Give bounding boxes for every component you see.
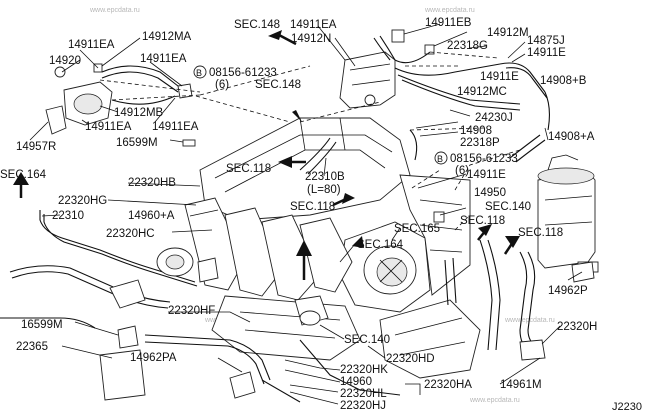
label-14961m[interactable]: 14961M (500, 379, 542, 391)
label-22318g[interactable]: 22318G (447, 40, 488, 52)
watermark-2: www.epcdata.ru (424, 7, 475, 14)
direction-arrows (13, 30, 520, 280)
bolt-symbols: B B (193, 65, 448, 165)
label-bolt-08156-61233-b[interactable]: 08156-61233 (450, 153, 518, 165)
label-sec118-a[interactable]: SEC.118 (226, 163, 271, 175)
label-sec164-mid[interactable]: SEC.164 (357, 239, 404, 251)
intake-manifold-drawing (184, 117, 481, 379)
label-14911ea-l1[interactable]: 14911EA (68, 39, 115, 51)
label-14908-a[interactable]: 14908+A (548, 131, 595, 143)
label-14960[interactable]: 14960 (340, 376, 372, 388)
arrow-sec148-mid (292, 110, 302, 122)
arrow-sec118-a (278, 156, 292, 168)
diagram-code: J2230 (612, 401, 642, 413)
label-sec165[interactable]: SEC.165 (394, 223, 440, 235)
label-sec118-d[interactable]: SEC.118 (518, 227, 563, 239)
label-22320hj[interactable]: 22320HJ (340, 400, 386, 412)
label-14911e-m[interactable]: 14911E (467, 169, 506, 181)
label-sec148-top[interactable]: SEC.148 (234, 19, 280, 31)
label-22320hc[interactable]: 22320HC (106, 228, 155, 240)
label-22320hf[interactable]: 22320HF (168, 305, 215, 317)
label-sec118-c[interactable]: SEC.118 (460, 215, 505, 227)
label-14911ea-l3[interactable]: 14911EA (85, 121, 132, 133)
label-14875j[interactable]: 14875J (527, 35, 565, 47)
lower-left-pipes (0, 210, 401, 403)
label-bolt-qty-b[interactable]: (6) (455, 165, 469, 177)
label-14960-a[interactable]: 14960+A (128, 210, 175, 222)
label-14908-b[interactable]: 14908+B (540, 75, 587, 87)
label-14911ea-l4[interactable]: 14911EA (152, 121, 199, 133)
label-22310[interactable]: 22310 (52, 210, 84, 222)
label-14911e-r[interactable]: 14911E (480, 71, 519, 83)
label-22310b[interactable]: 22310B (305, 171, 345, 183)
label-14912n[interactable]: 14912N (291, 33, 331, 45)
label-sec118-b[interactable]: SEC.118 (290, 201, 335, 213)
arrow-up-center (296, 240, 312, 256)
label-22320ha[interactable]: 22320HA (424, 379, 472, 391)
label-14957r[interactable]: 14957R (16, 141, 56, 153)
arrow-sec164-left (13, 172, 29, 185)
label-16599m-bottom[interactable]: 16599M (21, 319, 63, 331)
label-22320hd[interactable]: 22320HD (386, 353, 435, 365)
label-22320hg[interactable]: 22320HG (58, 195, 107, 207)
label-sec140-bottom[interactable]: SEC.140 (344, 334, 390, 346)
label-22320h[interactable]: 22320H (557, 321, 597, 333)
label-14911ea-top[interactable]: 14911EA (290, 19, 337, 31)
vacuum-hoses-right (433, 211, 595, 361)
label-22310b-length[interactable]: (L=80) (307, 184, 341, 196)
label-14912mc[interactable]: 14912MC (457, 86, 507, 98)
label-22318p[interactable]: 22318P (460, 137, 500, 149)
label-14920[interactable]: 14920 (49, 55, 81, 67)
vacuum-hoses-top (101, 35, 551, 175)
label-16599m-top[interactable]: 16599M (116, 137, 158, 149)
label-14908[interactable]: 14908 (460, 125, 492, 137)
label-bolt-qty-a[interactable]: (6) (215, 79, 229, 91)
watermark-6: www.epcdata.ru (469, 397, 520, 404)
label-14911e-tr[interactable]: 14911E (527, 47, 566, 59)
evap-canister (537, 154, 599, 273)
watermark-1: www.epcdata.ru (89, 7, 140, 14)
label-14962p[interactable]: 14962P (548, 285, 588, 297)
label-22365[interactable]: 22365 (16, 341, 48, 353)
label-22320hb[interactable]: 22320HB (128, 177, 176, 189)
left-valve-cluster (45, 63, 196, 147)
label-22320hk[interactable]: 22320HK (340, 364, 388, 376)
label-14912mb[interactable]: 14912MB (114, 107, 164, 119)
guide-lines (99, 51, 521, 231)
label-14911ea-l2[interactable]: 14911EA (140, 53, 187, 65)
arrow-sec148-top (268, 30, 282, 40)
part-labels: SEC.148 14911EA 14912N 14911EB 14912M 22… (0, 17, 642, 413)
label-sec148-mid[interactable]: SEC.148 (255, 79, 301, 91)
arrow-sec118-b (342, 193, 355, 204)
label-sec164-left[interactable]: SEC.164 (0, 169, 47, 181)
leader-lines (29, 23, 583, 405)
bolt-symbol-2: B (437, 154, 443, 164)
label-sec140-r[interactable]: SEC.140 (485, 201, 531, 213)
label-14962pa[interactable]: 14962PA (130, 352, 177, 364)
bolt-symbol-1: B (196, 68, 202, 78)
label-22320hl[interactable]: 22320HL (340, 388, 387, 400)
label-bolt-08156-61233-a[interactable]: 08156-61233 (209, 67, 277, 79)
label-14950[interactable]: 14950 (474, 187, 506, 199)
arrow-sec164-mid (352, 236, 364, 248)
label-14912m[interactable]: 14912M (487, 27, 529, 39)
vacuum-solenoid-assembly (339, 29, 435, 109)
label-14911eb[interactable]: 14911EB (425, 17, 472, 29)
label-14912ma[interactable]: 14912MA (142, 31, 192, 43)
label-24230j[interactable]: 24230J (475, 112, 513, 124)
